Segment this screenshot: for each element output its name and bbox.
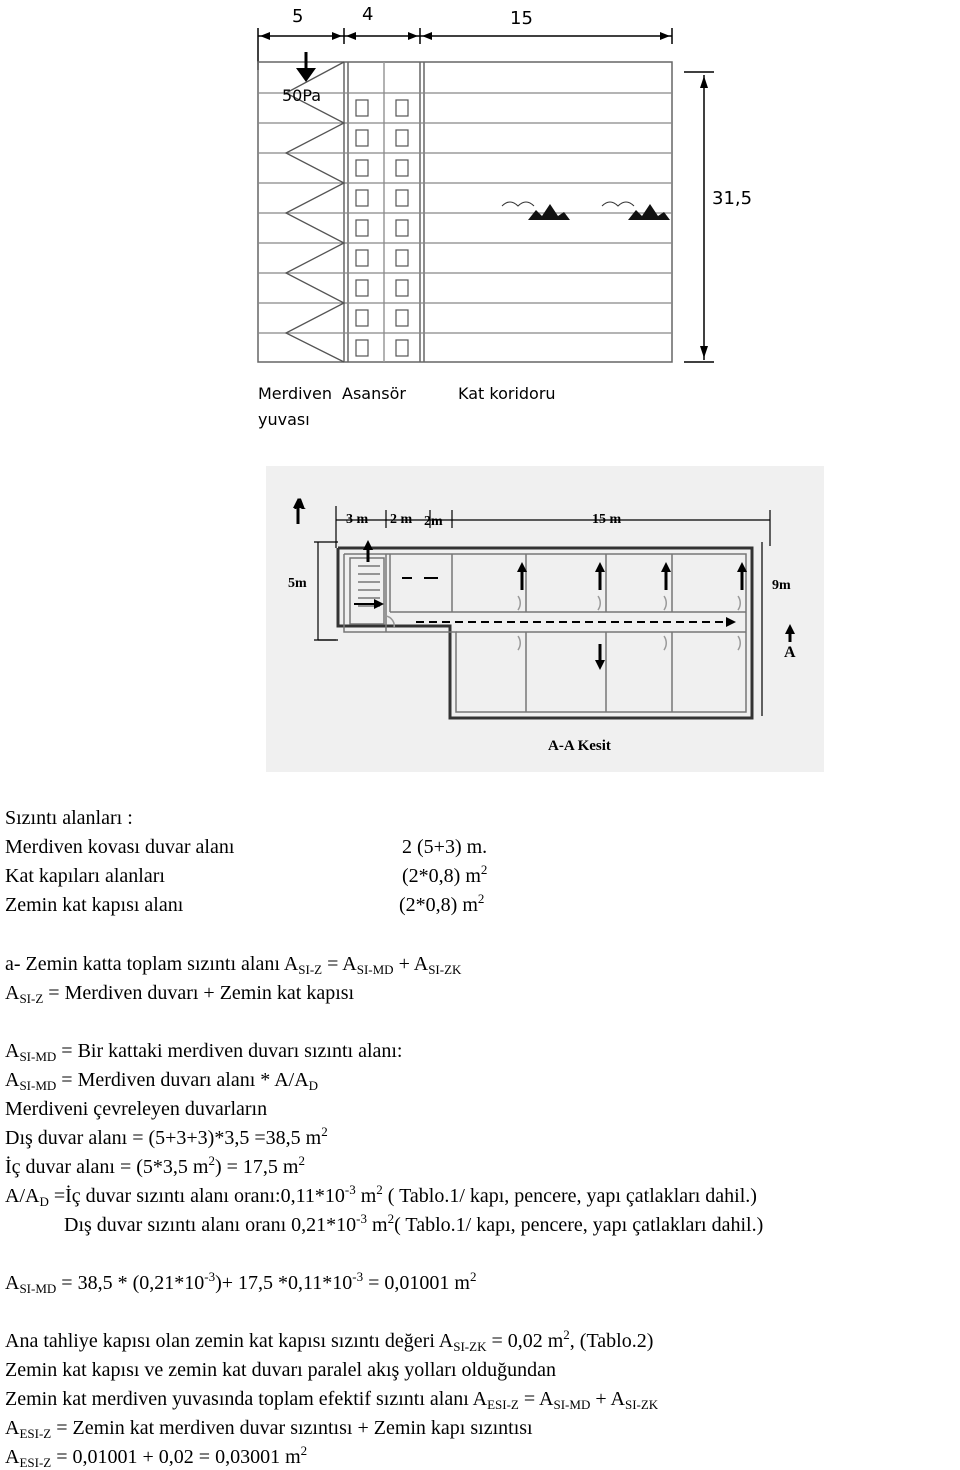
section-caption: A-A Kesit <box>548 738 611 754</box>
row-asi-md-formula: ASI-MD = Merdiven duvarı alanı * A/AD <box>5 1069 319 1093</box>
row-parallel: Zemin kat kapısı ve zemin kat duvarı par… <box>5 1359 556 1381</box>
row-ground-door: Zemin kat kapısı alanı(2*0,8) m2 <box>5 891 485 916</box>
row-asi-z: ASI-Z = Merdiven duvarı + Zemin kat kapı… <box>5 982 355 1006</box>
row-effective: Zemin kat merdiven yuvasında toplam efek… <box>5 1388 659 1412</box>
dim-elevator: 4 <box>362 4 374 25</box>
dim-15m: 15 m <box>592 512 622 527</box>
fire-icon <box>501 201 570 220</box>
heading-leakage: Sızıntı alanları : <box>5 807 133 829</box>
dim-3m: 3 m <box>346 512 369 527</box>
section-label-top: A <box>294 496 306 513</box>
dim-5m: 5m <box>288 576 307 591</box>
row-aesi-def: AESI-Z = Zemin kat merdiven duvar sızınt… <box>5 1417 533 1441</box>
building-elevation-figure: 5 4 15 31,5 50Pa Merdiven yuvası Asansör… <box>244 0 764 440</box>
row-asi-md-def: ASI-MD = Bir kattaki merdiven duvarı sız… <box>5 1040 403 1064</box>
row-outer-wall: Dış duvar alanı = (5+3+3)*3,5 =38,5 m2 <box>5 1124 328 1149</box>
row-walls: Merdiveni çevreleyen duvarların <box>5 1098 268 1120</box>
row-inner-ratio: A/AD =İç duvar sızıntı alanı oranı:0,11*… <box>5 1182 757 1209</box>
row-asi-md-result: ASI-MD = 38,5 * (0,21*10-3)+ 17,5 *0,11*… <box>5 1269 477 1296</box>
row-outer-ratio: Dış duvar sızıntı alanı oranı 0,21*10-3 … <box>64 1211 764 1236</box>
row-main-exit: Ana tahliye kapısı olan zemin kat kapısı… <box>5 1327 654 1354</box>
section-label-bottom: A <box>784 644 796 661</box>
label-elevator: Asansör <box>342 384 406 403</box>
floor-plan-figure: A A 3 m 2 m 2m 15 m 5m 9m A-A Kesit <box>266 466 824 772</box>
dim-9m: 9m <box>772 578 791 593</box>
row-aesi-result: AESI-Z = 0,01001 + 0,02 = 0,03001 m2 <box>5 1443 308 1470</box>
fire-icon <box>601 201 670 220</box>
dim-corridor: 15 <box>510 8 533 29</box>
row-floor-doors: Kat kapıları alanları(2*0,8) m2 <box>5 862 488 887</box>
label-stair-2: yuvası <box>258 410 310 429</box>
dim-stair: 5 <box>292 6 304 27</box>
label-stair: Merdiven <box>258 384 332 403</box>
row-inner-wall: İç duvar alanı = (5*3,5 m2) = 17,5 m2 <box>5 1153 305 1178</box>
dim-height: 31,5 <box>712 188 753 209</box>
label-corridor: Kat koridoru <box>458 384 556 403</box>
dim-2m-a: 2 m <box>390 512 413 527</box>
row-a-total: a- Zemin katta toplam sızıntı alanı ASI-… <box>5 953 462 977</box>
pressure-label: 50Pa <box>282 86 322 105</box>
dim-2m-b: 2m <box>424 514 443 529</box>
